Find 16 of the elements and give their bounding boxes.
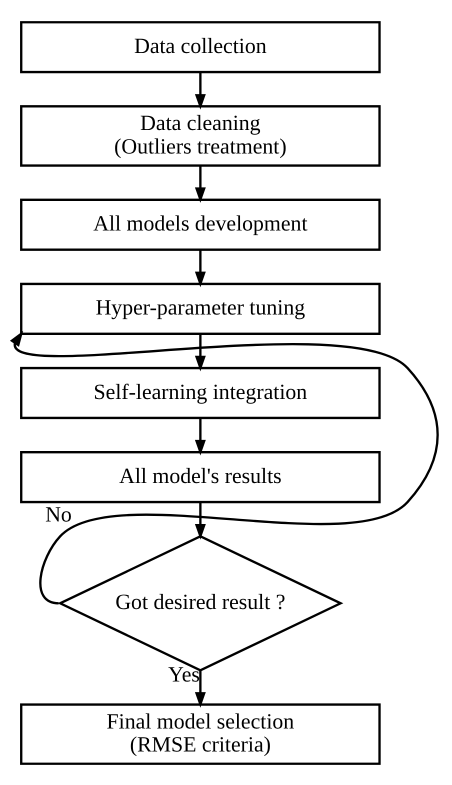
node-box: Data cleaning (Outliers treatment) bbox=[20, 104, 381, 166]
node-box: All model's results bbox=[20, 450, 381, 503]
node-box: Hyper-parameter tuning bbox=[20, 282, 381, 334]
node-box: All models development bbox=[20, 198, 381, 250]
arrow bbox=[194, 165, 206, 202]
arrow bbox=[194, 72, 206, 110]
node-box: Data collection bbox=[20, 20, 381, 73]
arrow bbox=[194, 670, 206, 708]
node-box: Final model selection (RMSE criteria) bbox=[20, 702, 381, 764]
node-box: Self-learning integration bbox=[20, 366, 381, 419]
arrow bbox=[10, 330, 439, 604]
arrow bbox=[194, 418, 206, 455]
arrow bbox=[194, 249, 206, 287]
arrow bbox=[194, 502, 206, 540]
edge-label: No bbox=[45, 502, 72, 526]
arrow bbox=[194, 333, 206, 371]
